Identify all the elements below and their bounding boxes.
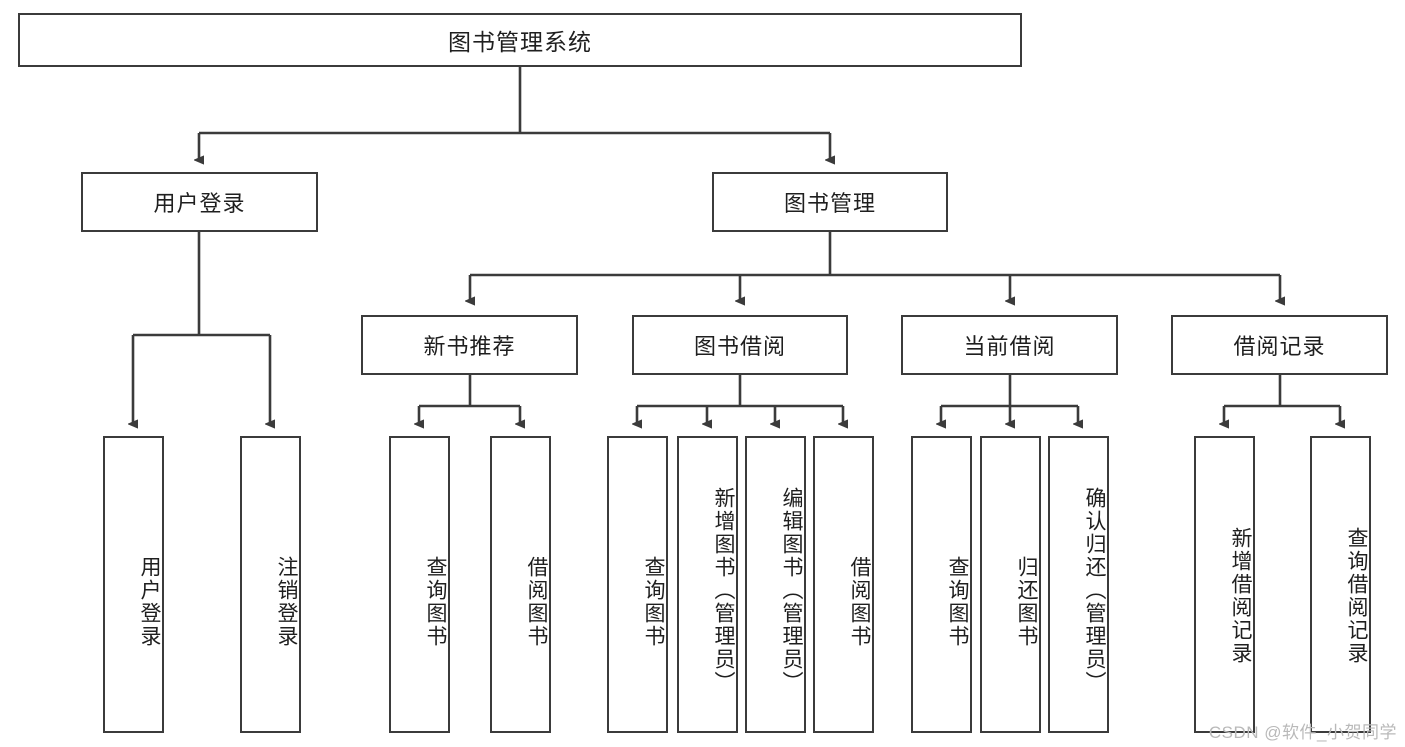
watermark-text: CSDN @软件_小贺同学 (1208, 723, 1397, 742)
node-new-book-recommend[interactable]: 新书推荐 (361, 315, 578, 375)
node-label: 归还图书 (1015, 555, 1038, 648)
node-label: 当前借阅 (963, 334, 1056, 359)
node-current-borrow[interactable]: 当前借阅 (901, 315, 1118, 375)
node-leaf-query-book-1[interactable]: 查询图书 (389, 436, 450, 733)
node-label: 新书推荐 (423, 334, 516, 359)
node-leaf-query-book-3[interactable]: 查询图书 (911, 436, 972, 733)
node-leaf-query-record[interactable]: 查询借阅记录 (1310, 436, 1371, 733)
node-leaf-add-book[interactable]: 新增图书（管理员） (677, 436, 738, 733)
node-label: 注销登录 (275, 555, 298, 648)
node-root-book-management-system[interactable]: 图书管理系统 (18, 13, 1022, 67)
node-user-login[interactable]: 用户登录 (81, 172, 318, 232)
node-label: 用户登录 (138, 555, 161, 648)
node-leaf-user-login[interactable]: 用户登录 (103, 436, 164, 733)
node-book-management[interactable]: 图书管理 (712, 172, 948, 232)
node-label: 查询图书 (424, 555, 447, 648)
node-label: 借阅图书 (525, 555, 548, 648)
node-borrow-record[interactable]: 借阅记录 (1171, 315, 1388, 375)
node-leaf-user-logout[interactable]: 注销登录 (240, 436, 301, 733)
node-leaf-confirm-return[interactable]: 确认归还（管理员） (1048, 436, 1109, 733)
node-label: 用户登录 (153, 191, 246, 216)
node-label: 查询图书 (946, 555, 969, 648)
node-label: 编辑图书（管理员） (780, 487, 803, 694)
node-label: 确认归还（管理员） (1083, 487, 1106, 694)
node-leaf-return-book[interactable]: 归还图书 (980, 436, 1041, 733)
node-leaf-borrow-book-2[interactable]: 借阅图书 (813, 436, 874, 733)
node-label: 图书管理系统 (448, 29, 592, 55)
node-leaf-query-book-2[interactable]: 查询图书 (607, 436, 668, 733)
node-label: 借阅图书 (848, 555, 871, 648)
node-leaf-edit-book[interactable]: 编辑图书（管理员） (745, 436, 806, 733)
node-label: 查询借阅记录 (1345, 526, 1368, 665)
node-book-borrow[interactable]: 图书借阅 (632, 315, 848, 375)
node-label: 借阅记录 (1233, 334, 1326, 359)
node-leaf-add-record[interactable]: 新增借阅记录 (1194, 436, 1255, 733)
node-label: 图书管理 (783, 191, 876, 216)
node-label: 查询图书 (642, 555, 665, 648)
node-label: 新增图书（管理员） (712, 487, 735, 694)
node-label: 图书借阅 (693, 334, 786, 359)
node-leaf-borrow-book-1[interactable]: 借阅图书 (490, 436, 551, 733)
node-label: 新增借阅记录 (1229, 526, 1252, 665)
